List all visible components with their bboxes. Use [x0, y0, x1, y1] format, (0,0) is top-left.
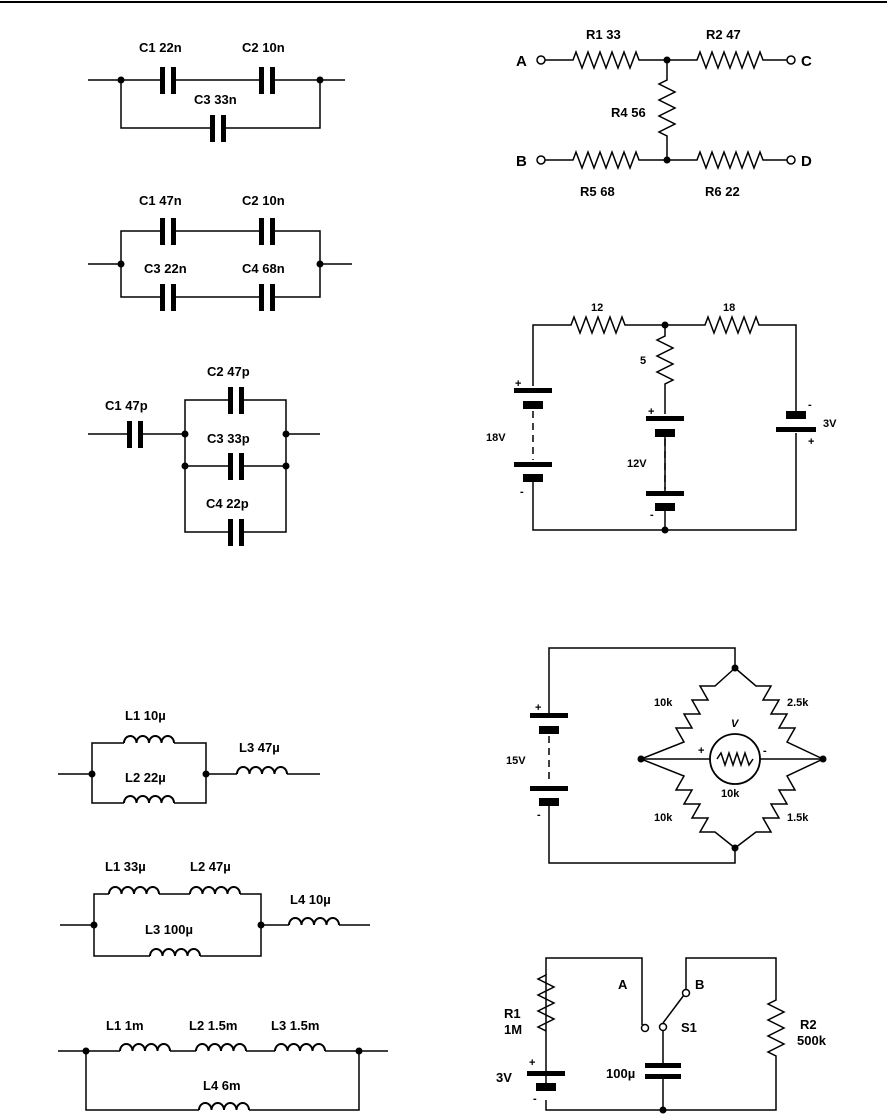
l3-label: L3 1.5m — [271, 1018, 319, 1033]
r2-name-label: R2 — [800, 1017, 817, 1032]
r4-label: R4 56 — [611, 105, 646, 120]
battery-plus: + — [529, 1057, 535, 1069]
l2-label: L2 1.5m — [189, 1018, 237, 1033]
r1-label: R1 33 — [586, 27, 621, 42]
switch-pos-a-label: A — [618, 977, 628, 992]
r-top-right-label: 2.5k — [787, 697, 809, 709]
rc-switch-circuit: R1 1M + 3V - 100µ A B S1 R2 500k — [496, 957, 827, 1114]
l3-label: L3 100µ — [145, 922, 193, 937]
l2-label: L2 22µ — [125, 770, 166, 785]
l4-label: L4 10µ — [290, 892, 331, 907]
capacitor-circuit-1: C1 22n C2 10n C3 33n — [88, 40, 345, 142]
capacitor-label: 100µ — [606, 1066, 635, 1081]
c1-label: C1 47p — [105, 398, 148, 413]
c2-label: C2 10n — [242, 40, 285, 55]
battery-right-label: 3V — [823, 418, 837, 430]
capacitor-circuit-2: C1 47n C2 10n C3 22n C4 68n — [88, 193, 352, 311]
c4-label: C4 22p — [206, 496, 249, 511]
l1-label: L1 33µ — [105, 859, 146, 874]
battery-label: 15V — [506, 755, 526, 767]
inductor-circuit-3: L1 1m L2 1.5m L3 1.5m L4 6m — [58, 1018, 388, 1111]
r-middle-label: 5 — [640, 355, 646, 367]
r1-value-label: 1M — [504, 1022, 522, 1037]
c3-label: C3 33p — [207, 431, 250, 446]
r6-label: R6 22 — [705, 184, 740, 199]
meter-plus: + — [698, 745, 704, 757]
r-right-label: 18 — [723, 302, 735, 314]
terminal-c-label: C — [801, 53, 812, 70]
resistor-h-network: A C B D R1 33 R2 47 R4 56 R5 68 R6 22 — [516, 27, 812, 199]
r2-label: R2 47 — [706, 27, 741, 42]
l1-label: L1 10µ — [125, 708, 166, 723]
l3-label: L3 47µ — [239, 740, 280, 755]
battery-label: 3V — [496, 1070, 512, 1085]
c1-label: C1 22n — [139, 40, 182, 55]
terminal-d-label: D — [801, 153, 812, 170]
c2-label: C2 47p — [207, 364, 250, 379]
battery-middle-label: 12V — [627, 458, 647, 470]
r-top-left-label: 10k — [654, 697, 673, 709]
c4-label: C4 68n — [242, 261, 285, 276]
terminal-b-label: B — [516, 153, 527, 170]
c3-label: C3 33n — [194, 92, 237, 107]
battery-right-minus: - — [808, 399, 812, 411]
battery-plus: + — [535, 702, 541, 714]
inductor-circuit-2: L1 33µ L2 47µ L3 100µ L4 10µ — [60, 859, 370, 957]
r2-value-label: 500k — [797, 1033, 827, 1048]
battery-left-plus: + — [515, 378, 521, 390]
meter-resistance-label: 10k — [721, 788, 740, 800]
r1-name-label: R1 — [504, 1006, 521, 1021]
c1-label: C1 47n — [139, 193, 182, 208]
meter-symbol: V — [731, 718, 740, 730]
battery-minus: - — [537, 809, 541, 821]
r-bottom-left-label: 10k — [654, 812, 673, 824]
c3-label: C3 22n — [144, 261, 187, 276]
l1-label: L1 1m — [106, 1018, 144, 1033]
switch-label: S1 — [681, 1020, 697, 1035]
inductor-circuit-1: L1 10µ L2 22µ L3 47µ — [58, 708, 320, 804]
switch-pos-b-label: B — [695, 977, 704, 992]
two-battery-network: 12 18 5 + 18V - + 12V - - 3V + — [486, 302, 837, 534]
l4-label: L4 6m — [203, 1078, 241, 1093]
battery-right-plus: + — [808, 436, 814, 448]
battery-middle-minus: - — [650, 509, 654, 521]
c2-label: C2 10n — [242, 193, 285, 208]
battery-left-minus: - — [520, 486, 524, 498]
battery-minus: - — [533, 1093, 537, 1105]
wheatstone-bridge: + 15V - 10k 2.5k 10k 1.5k V + - 10k — [506, 647, 827, 864]
battery-left-label: 18V — [486, 432, 506, 444]
terminal-a-label: A — [516, 53, 527, 70]
r5-label: R5 68 — [580, 184, 615, 199]
r-bottom-right-label: 1.5k — [787, 812, 809, 824]
meter-minus: - — [763, 745, 767, 757]
capacitor-circuit-3: C1 47p C2 47p C3 33p C4 22p — [88, 364, 320, 546]
l2-label: L2 47µ — [190, 859, 231, 874]
battery-middle-plus: + — [648, 406, 654, 418]
r-left-label: 12 — [591, 302, 603, 314]
